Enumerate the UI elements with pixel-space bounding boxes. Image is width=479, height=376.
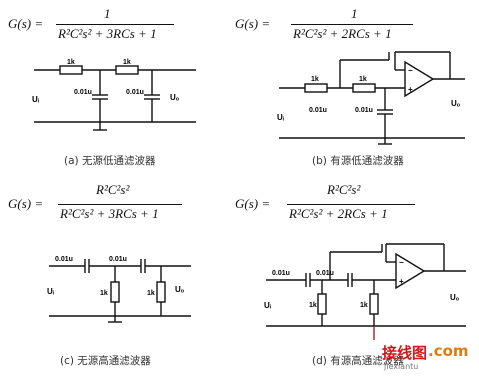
label-a-c2: 0.01u <box>126 89 144 96</box>
circuit-d: 0.01u 0.01u 1k 1k − + Uᵢ Uₒ <box>264 243 466 340</box>
formula-a-denominator: R²C²s² + 3RCs + 1 <box>58 26 157 41</box>
watermark: 接线图 .com jiexiantu <box>380 340 478 374</box>
formula-b-fraction-bar <box>291 24 413 25</box>
label-c-c1: 0.01u <box>55 256 73 263</box>
formula-c-denominator: R²C²s² + 3RCs + 1 <box>60 206 159 221</box>
label-c-r1: 1k <box>100 290 108 297</box>
caption-d: (d) 有源高通滤波器 <box>312 355 404 367</box>
formula-a-numerator: 1 <box>104 6 111 21</box>
label-c-c2: 0.01u <box>109 256 127 263</box>
caption-b: (b) 有源低通滤波器 <box>312 155 404 167</box>
label-a-r2: 1k <box>123 59 131 66</box>
formula-b-lhs: G(s) = <box>235 16 271 31</box>
formula-c-fraction-bar <box>58 204 182 205</box>
formula-b-numerator: 1 <box>351 6 358 21</box>
circuit-b: 1k 1k 0.01u 0.01u − + Uᵢ Uₒ <box>277 51 465 145</box>
label-d-out: Uₒ <box>450 293 460 302</box>
label-a-c1: 0.01u <box>74 89 92 96</box>
label-a-out: Uₒ <box>170 93 180 102</box>
circuit-c: 0.01u 0.01u 1k 1k Uᵢ Uₒ <box>47 256 191 323</box>
label-b-r2: 1k <box>359 76 367 83</box>
formula-c-lhs: G(s) = <box>8 196 44 211</box>
label-b-c2: 0.01u <box>355 107 373 114</box>
watermark-sub: jiexiantu <box>384 362 419 371</box>
label-d-r2: 1k <box>360 302 368 309</box>
watermark-brand: 接线图 <box>382 344 428 362</box>
label-a-in: Uᵢ <box>32 95 39 104</box>
formula-d-numerator: R²C²s² <box>327 182 361 197</box>
label-b-c1: 0.01u <box>309 107 327 114</box>
label-b-in: Uᵢ <box>277 113 284 122</box>
circuit-a: 1k 1k 0.01u 0.01u Uᵢ Uₒ <box>32 59 196 131</box>
label-d-op-plus: + <box>399 277 404 286</box>
formula-b-denominator: R²C²s² + 2RCs + 1 <box>293 26 392 41</box>
label-b-out: Uₒ <box>451 99 461 108</box>
watermark-suffix: .com <box>428 342 469 360</box>
formula-d-fraction-bar <box>287 204 415 205</box>
formula-a-lhs: G(s) = <box>8 16 44 31</box>
label-b-r1: 1k <box>311 76 319 83</box>
label-c-r2: 1k <box>147 290 155 297</box>
label-b-op-plus: + <box>408 85 413 94</box>
label-d-c2: 0.01u <box>316 270 334 277</box>
label-d-in: Uᵢ <box>264 301 271 310</box>
label-d-op-minus: − <box>399 258 404 267</box>
label-d-r1: 1k <box>309 302 317 309</box>
label-b-op-minus: − <box>408 66 413 75</box>
formula-d-denominator: R²C²s² + 2RCs + 1 <box>289 206 388 221</box>
label-c-in: Uᵢ <box>47 287 54 296</box>
caption-c: (c) 无源高通滤波器 <box>60 355 151 367</box>
label-c-out: Uₒ <box>175 285 185 294</box>
label-d-c1: 0.01u <box>272 270 290 277</box>
label-a-r1: 1k <box>67 59 75 66</box>
formula-a-fraction-bar <box>56 24 174 25</box>
formula-d-lhs: G(s) = <box>235 196 271 211</box>
formula-c-numerator: R²C²s² <box>96 182 130 197</box>
caption-a: (a) 无源低通滤波器 <box>64 155 156 167</box>
